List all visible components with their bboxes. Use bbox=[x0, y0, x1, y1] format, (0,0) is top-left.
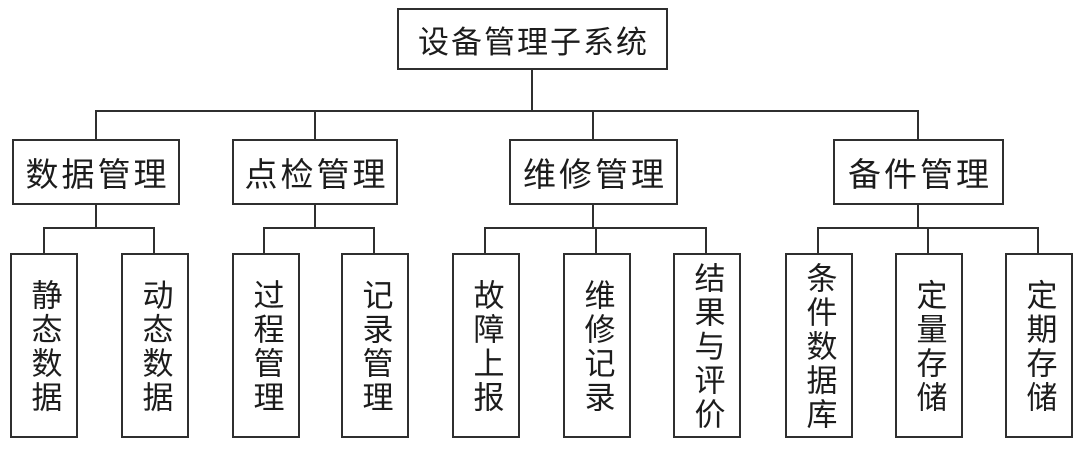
root-node-equipment-management-subsystem: 设备管理子系统 bbox=[397, 8, 668, 70]
leaf-node-quantitative-storage: 定量存储 bbox=[895, 253, 963, 438]
leaf-node-condition-database: 条件数据库 bbox=[785, 253, 853, 438]
branch-node-inspection-management: 点检管理 bbox=[232, 139, 398, 205]
branch-node-spare-parts-management: 备件管理 bbox=[833, 139, 1004, 205]
leaf-node-process-management: 过程管理 bbox=[232, 253, 300, 438]
branch-node-data-management: 数据管理 bbox=[12, 139, 180, 205]
leaf-node-static-data: 静态数据 bbox=[10, 253, 78, 438]
leaf-node-results-and-evaluation: 结果与评价 bbox=[673, 253, 741, 438]
leaf-node-maintenance-record: 维修记录 bbox=[563, 253, 631, 438]
leaf-node-record-management: 记录管理 bbox=[341, 253, 409, 438]
leaf-node-periodic-storage: 定期存储 bbox=[1005, 253, 1073, 438]
leaf-node-fault-reporting: 故障上报 bbox=[452, 253, 520, 438]
leaf-node-dynamic-data: 动态数据 bbox=[121, 253, 189, 438]
branch-node-maintenance-management: 维修管理 bbox=[509, 139, 678, 205]
